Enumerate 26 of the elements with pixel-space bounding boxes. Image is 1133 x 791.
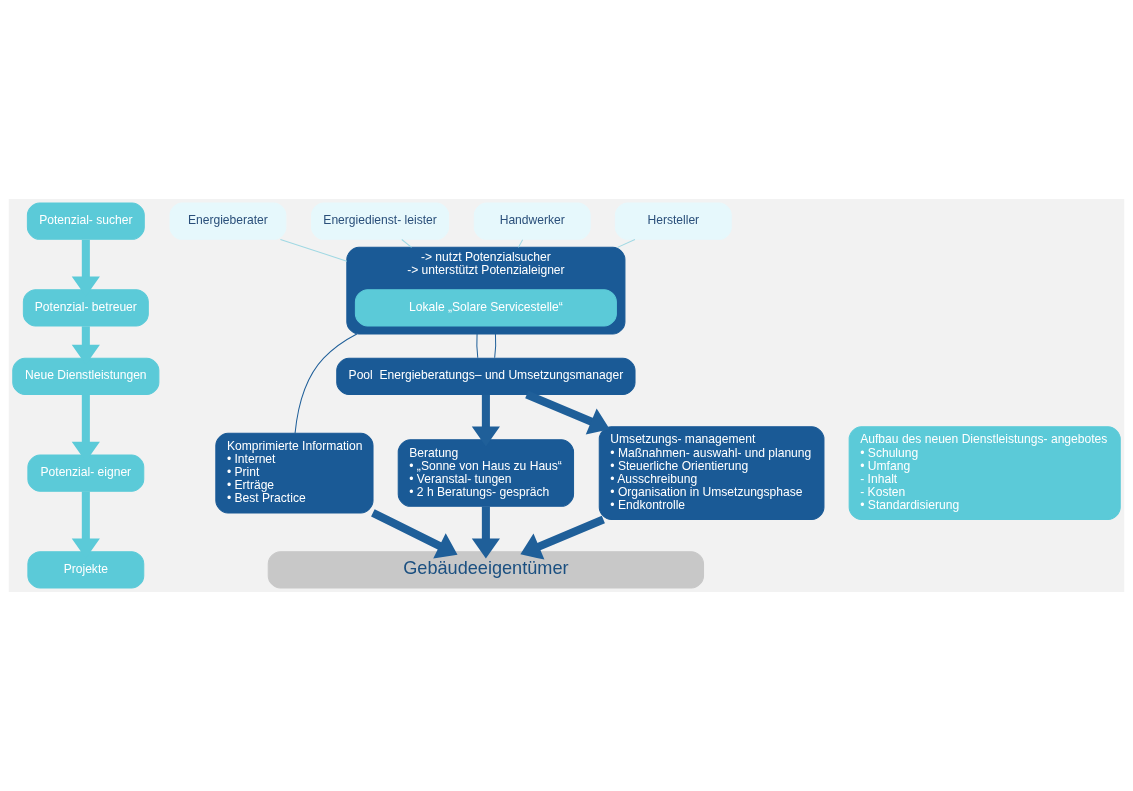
node-box: Handwerker xyxy=(473,202,591,240)
node-box: Pool Energieberatungs– und Umsetzungsmanager xyxy=(336,357,636,395)
node-box: Potenzial- betreuer xyxy=(22,289,149,327)
node-box: Beratung • „Sonne von Haus zu Haus“ • Veranstal- tungen • 2 h Beratungs- gespräch xyxy=(397,439,575,507)
node-box: Komprimierte Information • Internet • Print • Erträge • Best Practice xyxy=(215,432,374,514)
node-box: Projekte xyxy=(27,551,145,589)
node-box: Umsetzungs- management • Maßnahmen- auswahl- und planung • Steuerliche Orientierung • Ausschreibung • Organisation in Umsetzungsphase • Endkontrolle xyxy=(598,426,825,520)
connector xyxy=(279,238,348,262)
connector xyxy=(476,333,479,359)
connector xyxy=(401,239,413,248)
node-box: Lokale „Solare Servicestelle“ xyxy=(354,289,617,327)
node-box: Gebäudeeigentümer xyxy=(267,551,705,589)
node-box: Neue Dienstleistungen xyxy=(12,357,160,395)
connector xyxy=(494,333,497,359)
node-box: Energieberater xyxy=(169,202,287,240)
arrow xyxy=(371,509,458,559)
connector xyxy=(617,239,636,248)
arrow xyxy=(471,506,500,559)
node-box: Energiedienst- leister xyxy=(311,202,450,240)
node-box: Hersteller xyxy=(614,202,732,240)
node-box: Potenzial- sucher xyxy=(26,202,145,240)
node-box: Aufbau des neuen Dienstleistungs- angebotes • Schulung • Umfang - Inhalt - Kosten • Standardisierung xyxy=(848,426,1121,520)
node-box: Potenzial- eigner xyxy=(27,454,145,492)
arrow xyxy=(520,515,605,560)
connector xyxy=(294,333,358,434)
connector xyxy=(517,239,524,248)
